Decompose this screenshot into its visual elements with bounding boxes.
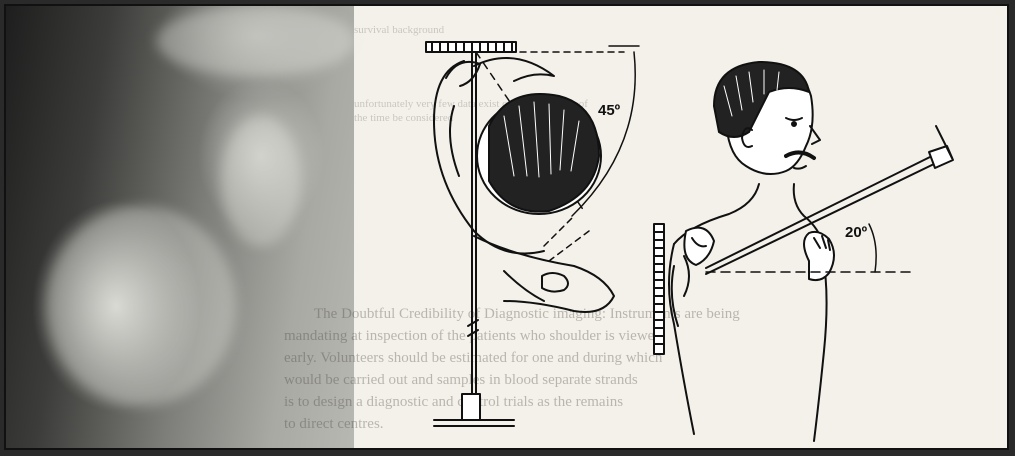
angle-label-45: 45º xyxy=(598,102,620,119)
acromion xyxy=(156,6,356,76)
glenoid xyxy=(221,116,301,246)
humeral-head xyxy=(46,206,236,406)
right-figure-profile xyxy=(654,62,953,441)
figure-frame: survival background unfortunately very f… xyxy=(4,4,1009,450)
left-figure-topdown xyxy=(426,42,639,426)
angle-label-20: 20º xyxy=(845,224,867,241)
positioning-line-art xyxy=(354,6,1009,450)
positioning-diagram: survival background unfortunately very f… xyxy=(354,6,1007,448)
